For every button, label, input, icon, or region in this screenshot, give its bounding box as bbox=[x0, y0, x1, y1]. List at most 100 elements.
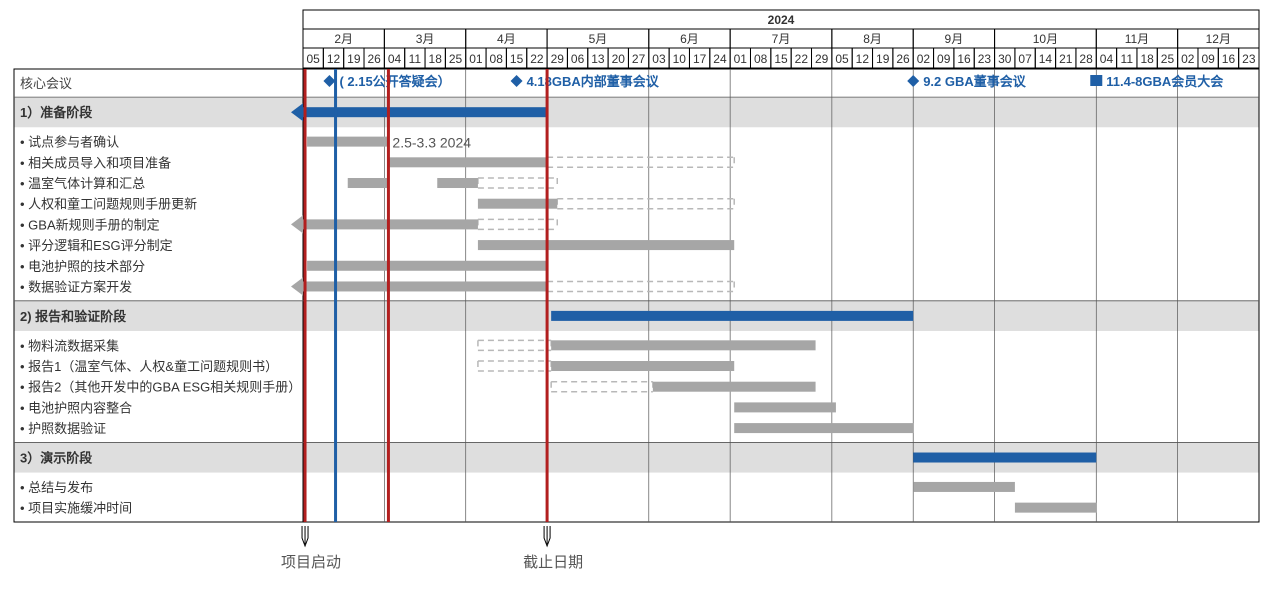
body-border bbox=[13, 68, 1260, 523]
week-label: 19 bbox=[347, 52, 361, 66]
week-label: 13 bbox=[591, 52, 605, 66]
week-label: 08 bbox=[490, 52, 504, 66]
month-label: 7月 bbox=[772, 32, 791, 46]
phase-bar bbox=[303, 107, 548, 118]
task-dashed-extension bbox=[477, 177, 559, 189]
milestone-square-marker bbox=[1090, 75, 1103, 86]
month-label: 2月 bbox=[334, 32, 353, 46]
task-label: • 报告1（温室气体、人权&童工问题规则书） bbox=[20, 359, 278, 374]
task-bar-arrow bbox=[291, 215, 303, 234]
task-bar bbox=[1014, 502, 1097, 513]
month-label: 9月 bbox=[945, 32, 964, 46]
week-label: 07 bbox=[1018, 52, 1032, 66]
task-bar bbox=[734, 402, 836, 413]
week-label: 08 bbox=[754, 52, 768, 66]
week-label: 06 bbox=[571, 52, 585, 66]
task-label: • 报告2（其他开发中的GBA ESG相关规则手册） bbox=[20, 380, 301, 395]
marker-label: 截止日期 bbox=[523, 554, 583, 571]
milestone-diamond-marker bbox=[510, 75, 523, 87]
task-bar bbox=[913, 481, 1015, 492]
week-label: 22 bbox=[530, 52, 544, 66]
section-title: 2) 报告和验证阶段 bbox=[20, 309, 126, 324]
week-label: 01 bbox=[469, 52, 483, 66]
task-label: • 评分逻辑和ESG评分制定 bbox=[20, 238, 173, 253]
task-bar bbox=[437, 178, 478, 189]
month-label: 8月 bbox=[863, 32, 882, 46]
task-bar bbox=[551, 340, 816, 351]
month-label: 5月 bbox=[589, 32, 608, 46]
task-label: • 数据验证方案开发 bbox=[20, 279, 132, 294]
task-label: • GBA新规则手册的制定 bbox=[20, 217, 160, 232]
week-label: 27 bbox=[632, 52, 646, 66]
week-label: 10 bbox=[673, 52, 687, 66]
week-label: 04 bbox=[1100, 52, 1114, 66]
task-label: • 物料流数据采集 bbox=[20, 338, 119, 353]
week-label: 11 bbox=[1121, 52, 1134, 66]
week-label: 26 bbox=[368, 52, 382, 66]
week-label: 29 bbox=[551, 52, 565, 66]
week-label: 09 bbox=[937, 52, 951, 66]
phase-bar bbox=[551, 310, 914, 321]
week-label: 15 bbox=[774, 52, 788, 66]
task-bar bbox=[303, 281, 548, 292]
task-dashed-extension bbox=[546, 156, 735, 169]
week-label: 25 bbox=[449, 52, 463, 66]
milestone-label: ( 2.15公开答疑会） bbox=[339, 74, 450, 89]
task-dashed-extension bbox=[546, 280, 735, 293]
task-bar bbox=[347, 178, 389, 189]
week-label: 02 bbox=[917, 52, 931, 66]
week-label: 20 bbox=[612, 52, 626, 66]
week-label: 11 bbox=[409, 52, 422, 66]
milestone-diamond-marker bbox=[323, 75, 336, 87]
week-label: 28 bbox=[1079, 52, 1093, 66]
week-label: 01 bbox=[734, 52, 748, 66]
week-label: 25 bbox=[1161, 52, 1175, 66]
task-dashed-extension bbox=[477, 339, 552, 352]
week-header-cell bbox=[1238, 47, 1260, 69]
marker-pointer bbox=[301, 526, 309, 548]
week-label: 12 bbox=[856, 52, 870, 66]
task-bar bbox=[307, 136, 389, 147]
task-dashed-extension bbox=[550, 380, 654, 393]
phase-bar-arrow bbox=[291, 103, 303, 122]
task-label: • 温室气体计算和汇总 bbox=[20, 176, 145, 191]
week-label: 23 bbox=[1242, 52, 1256, 66]
task-label: • 电池护照的技术部分 bbox=[20, 259, 145, 274]
week-label: 15 bbox=[510, 52, 524, 66]
week-label: 19 bbox=[876, 52, 890, 66]
milestone-diamond-marker bbox=[907, 75, 920, 87]
week-label: 16 bbox=[1222, 52, 1236, 66]
week-label: 12 bbox=[327, 52, 341, 66]
week-label: 26 bbox=[896, 52, 910, 66]
week-label: 24 bbox=[713, 52, 727, 66]
task-dashed-extension bbox=[556, 197, 735, 210]
week-label: 16 bbox=[957, 52, 971, 66]
task-bar-arrow bbox=[291, 277, 303, 296]
month-label: 10月 bbox=[1033, 32, 1058, 46]
task-bar bbox=[477, 198, 558, 209]
year-label: 2024 bbox=[768, 13, 795, 27]
task-bar bbox=[551, 361, 735, 372]
task-bar bbox=[734, 423, 914, 434]
task-label: • 总结与发布 bbox=[20, 480, 93, 495]
week-label: 02 bbox=[1181, 52, 1195, 66]
milestone-label: 4.18GBA内部董事会议 bbox=[527, 74, 660, 89]
task-bar bbox=[652, 381, 816, 392]
task-bar bbox=[388, 157, 548, 168]
week-label: 18 bbox=[1140, 52, 1154, 66]
task-dashed-extension bbox=[477, 360, 552, 372]
week-label: 21 bbox=[1059, 52, 1073, 66]
month-label: 4月 bbox=[497, 32, 516, 46]
section-title: 3）演示阶段 bbox=[20, 451, 92, 466]
week-label: 29 bbox=[815, 52, 829, 66]
task-dashed-extension bbox=[477, 218, 559, 231]
month-label: 6月 bbox=[680, 32, 699, 46]
month-label: 11月 bbox=[1125, 32, 1149, 46]
task-label: • 护照数据验证 bbox=[20, 421, 106, 436]
task-label: • 人权和童工问题规则手册更新 bbox=[20, 197, 197, 212]
marker-label: 项目启动 bbox=[281, 554, 341, 571]
milestone-label: 9.2 GBA董事会议 bbox=[923, 74, 1027, 89]
task-label: • 项目实施缓冲时间 bbox=[20, 501, 132, 516]
week-label: 14 bbox=[1039, 52, 1053, 66]
week-label: 18 bbox=[429, 52, 443, 66]
